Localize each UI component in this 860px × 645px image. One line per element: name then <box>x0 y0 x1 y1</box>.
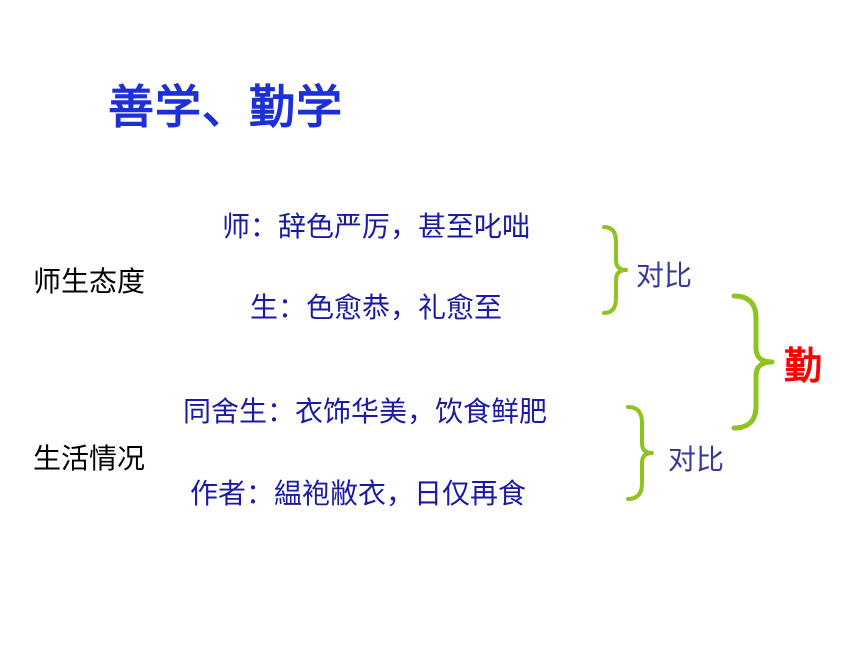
teacher-attitude-text: 师：辞色严厉，甚至叱咄 <box>222 210 531 243</box>
brace-right-icon <box>731 293 775 431</box>
slide-title: 善学、勤学 <box>108 80 343 134</box>
classmate-living-text: 同舍生：衣饰华美，饮食鲜肥 <box>183 395 548 428</box>
brace-right-icon <box>626 405 654 501</box>
comparison-label-living: 对比 <box>668 443 725 476</box>
student-attitude-text: 生：色愈恭，礼愈至 <box>250 291 503 324</box>
comparison-label-attitude: 对比 <box>636 259 693 292</box>
category-label-attitude: 师生态度 <box>33 265 146 298</box>
conclusion-character: 勤 <box>784 344 823 388</box>
category-label-living: 生活情况 <box>33 442 146 475</box>
author-living-text: 作者：緼袍敝衣，日仅再食 <box>190 477 527 510</box>
brace-right-icon <box>602 225 628 315</box>
